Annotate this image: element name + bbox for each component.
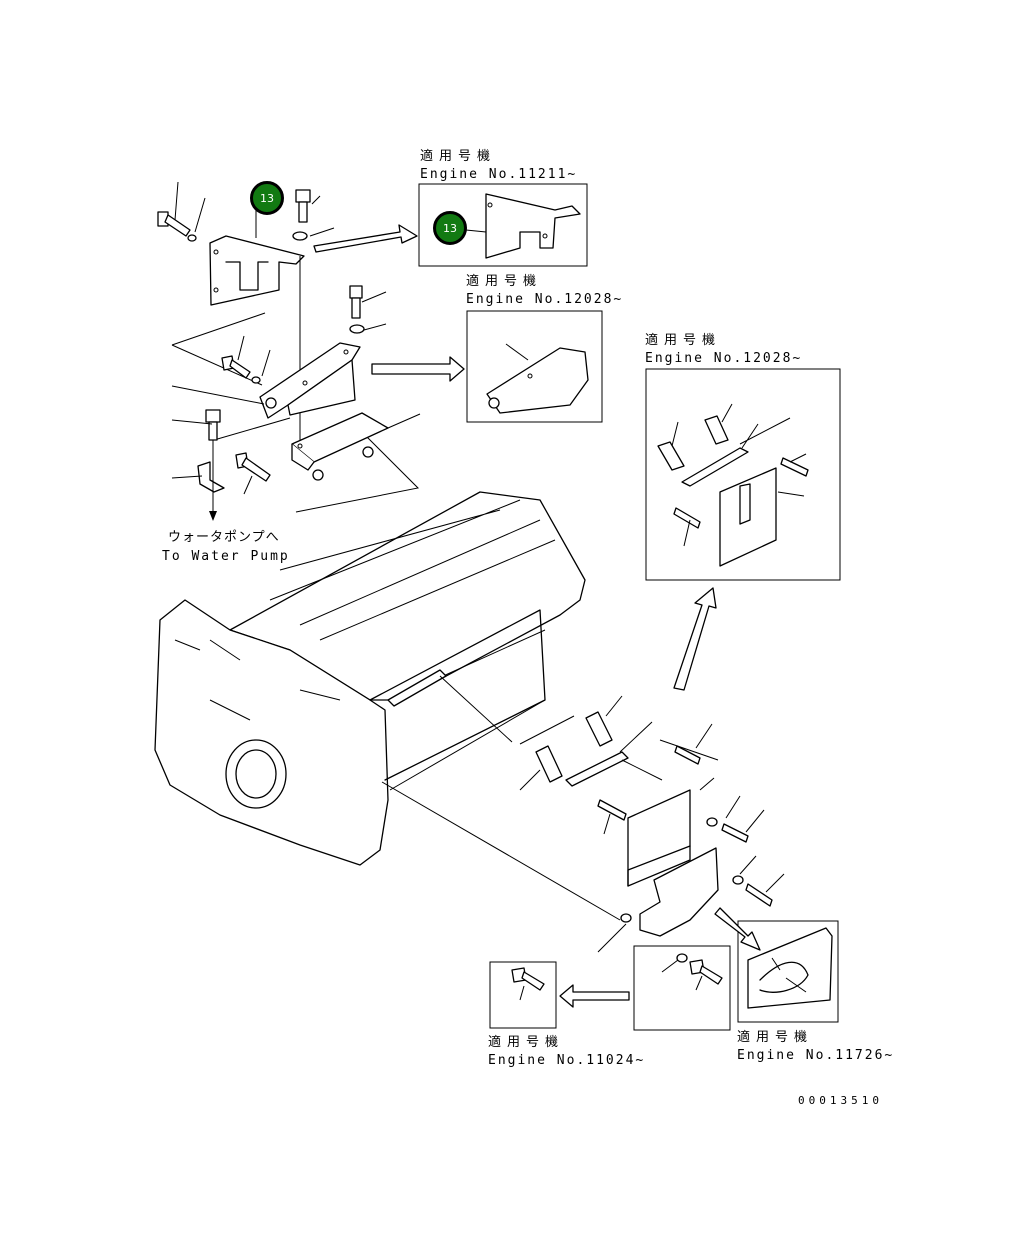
- detail-box-11211: [418, 183, 588, 267]
- note-mid-en: Engine No.12028~: [466, 292, 624, 307]
- detail-box-11024: [489, 961, 557, 1029]
- note-bottom-left-en: Engine No.11024~: [488, 1053, 646, 1068]
- engine-block: [154, 491, 586, 866]
- drawing-number: 00013510: [798, 1094, 883, 1107]
- detail-box-12028-mid: [466, 310, 603, 423]
- pump-label-en: To Water Pump: [162, 549, 290, 564]
- callout-badge-13-detail[interactable]: 13: [433, 211, 467, 245]
- pump-label-jp: ウォータポンプへ: [168, 530, 280, 545]
- detail-box-11726: [737, 920, 839, 1023]
- hollow-arrow-down-right: [714, 907, 761, 951]
- callout-badge-13-main[interactable]: 13: [250, 181, 284, 215]
- hollow-arrow-left: [559, 984, 630, 1008]
- note-mid-jp: 適用号機: [466, 274, 543, 289]
- note-top-jp: 適用号機: [420, 149, 497, 164]
- detail-12028-right-parts: [657, 403, 809, 567]
- bolt-left-mid: [221, 355, 261, 384]
- bolt-vertical-mid: [349, 285, 365, 334]
- bolt-vertical-top: [292, 189, 311, 241]
- hollow-arrow-top: [313, 224, 418, 253]
- detail-11211-bracket: [465, 193, 581, 259]
- hollow-arrow-mid: [371, 356, 465, 382]
- lower-plate: [291, 412, 389, 481]
- note-right-en: Engine No.12028~: [645, 351, 803, 366]
- note-right-jp: 適用号機: [645, 333, 722, 348]
- lower-assembly: [519, 695, 785, 953]
- pump-clip: [197, 461, 225, 493]
- detail-bolt-contents: [661, 953, 723, 991]
- middle-bracket: [259, 342, 361, 419]
- detail-box-bolt: [633, 945, 731, 1031]
- detail-11726-plate: [747, 927, 833, 1009]
- note-bottom-left-jp: 適用号機: [488, 1035, 565, 1050]
- detail-11024-bolt: [511, 967, 545, 1001]
- note-top-en: Engine No.11211~: [420, 167, 578, 182]
- detail-box-12028-right: [645, 368, 841, 581]
- detail-12028-mid-bracket: [486, 343, 589, 414]
- bolt-lower-left: [235, 452, 271, 482]
- hollow-arrow-up: [673, 587, 717, 691]
- note-bottom-right-en: Engine No.11726~: [737, 1048, 895, 1063]
- bolt-pump-line: [205, 409, 221, 441]
- bolt-horizontal-top: [157, 211, 197, 242]
- upper-bracket: [209, 235, 305, 306]
- note-bottom-right-jp: 適用号機: [737, 1030, 814, 1045]
